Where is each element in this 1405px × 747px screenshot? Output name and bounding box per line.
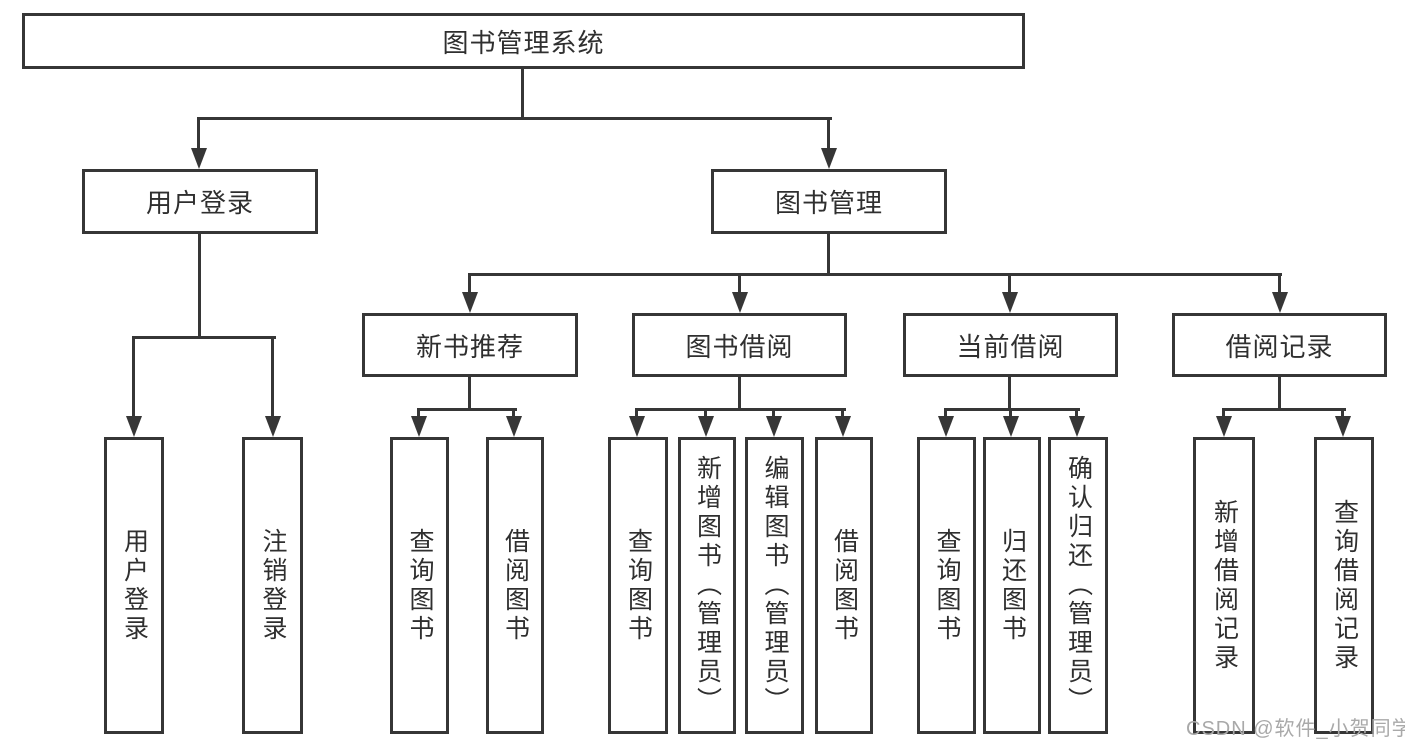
arrowhead-leaf-user-login	[126, 416, 142, 437]
leaf-user-login: 用户登录	[104, 437, 164, 734]
leaf-borrow-books-borrowing: 借阅图书	[815, 437, 873, 734]
arrowhead-borrow-books-1	[506, 416, 522, 437]
arrowhead-add-record	[1216, 416, 1232, 437]
connector-root-stem	[521, 68, 524, 120]
connector-drop-book-management	[827, 117, 830, 149]
node-new-book-recommendation: 新书推荐	[362, 313, 578, 377]
connector-user-login-rail	[132, 336, 276, 339]
leaf-return-books-label: 归还图书	[998, 527, 1027, 644]
connector-drop-add-books	[704, 408, 707, 418]
arrowhead-query-record	[1335, 416, 1351, 437]
node-book-borrowing-label: 图书借阅	[685, 331, 794, 362]
arrowhead-new-book	[462, 292, 478, 313]
leaf-add-borrow-record-label: 新增借阅记录	[1210, 498, 1239, 673]
node-borrowing-records: 借阅记录	[1172, 313, 1387, 377]
connector-drop-new-book	[468, 273, 471, 293]
connector-drop-current-borrowing	[1008, 273, 1011, 293]
arrowhead-borrow-books-2	[835, 416, 851, 437]
leaf-logout-login: 注销登录	[242, 437, 303, 734]
leaf-query-borrow-record: 查询借阅记录	[1314, 437, 1374, 734]
leaf-confirm-return-admin: 确认归还（管理员）	[1048, 437, 1108, 734]
connector-drop-leaf-logout	[271, 336, 274, 416]
arrowhead-confirm-return	[1069, 416, 1085, 437]
connector-drop-query-record	[1341, 408, 1344, 418]
connector-drop-add-record	[1222, 408, 1225, 418]
leaf-add-books-admin: 新增图书（管理员）	[678, 437, 736, 734]
node-library-management-system-label: 图书管理系统	[442, 27, 605, 58]
connector-level3-rail	[468, 273, 1282, 276]
leaf-query-books-recommendation-label: 查询图书	[406, 527, 434, 644]
leaf-return-books: 归还图书	[983, 437, 1041, 734]
node-book-borrowing: 图书借阅	[632, 313, 847, 377]
connector-borrowing-records-stem	[1278, 377, 1281, 411]
leaf-edit-books-admin: 编辑图书（管理员）	[745, 437, 804, 734]
connector-drop-edit-books	[772, 408, 775, 418]
arrowhead-borrowing-records	[1272, 292, 1288, 313]
connector-new-book-stem	[468, 377, 471, 411]
connector-drop-borrowing-records	[1278, 273, 1281, 293]
leaf-add-books-admin-label: 新增图书（管理员）	[693, 455, 722, 716]
connector-drop-book-borrowing	[738, 273, 741, 293]
connector-current-borrowing-rail	[944, 408, 1080, 411]
leaf-query-books-current-label: 查询图书	[933, 527, 961, 644]
node-user-login: 用户登录	[82, 169, 318, 234]
connector-user-login-stem	[198, 233, 201, 339]
leaf-add-borrow-record: 新增借阅记录	[1193, 437, 1255, 734]
arrowhead-query-books-1	[411, 416, 427, 437]
connector-drop-confirm-return	[1075, 408, 1078, 418]
arrowhead-current-borrowing	[1002, 292, 1018, 313]
arrowhead-book-borrowing	[732, 292, 748, 313]
connector-borrowing-records-rail	[1222, 408, 1346, 411]
leaf-user-login-label: 用户登录	[120, 527, 149, 644]
watermark: CSDN @软件_小贺同学	[1186, 718, 1405, 740]
leaf-query-books-borrowing: 查询图书	[608, 437, 668, 734]
arrowhead-user-login	[191, 148, 207, 169]
connector-drop-query-books-2	[635, 408, 638, 418]
leaf-query-borrow-record-label: 查询借阅记录	[1330, 498, 1359, 673]
connector-drop-return-books	[1009, 408, 1012, 418]
arrowhead-add-books	[698, 416, 714, 437]
leaf-edit-books-admin-label: 编辑图书（管理员）	[761, 455, 789, 716]
connector-current-borrowing-stem	[1008, 377, 1011, 411]
leaf-query-books-borrowing-label: 查询图书	[624, 527, 653, 644]
node-library-management-system: 图书管理系统	[22, 13, 1025, 69]
node-current-borrowing-label: 当前借阅	[956, 331, 1065, 362]
arrowhead-return-books	[1003, 416, 1019, 437]
leaf-borrow-books-borrowing-label: 借阅图书	[830, 527, 859, 644]
connector-drop-query-books-3	[944, 408, 947, 418]
arrowhead-leaf-logout	[265, 416, 281, 437]
leaf-borrow-books-recommendation: 借阅图书	[486, 437, 544, 734]
arrowhead-book-management	[821, 148, 837, 169]
connector-book-management-stem	[827, 234, 830, 276]
node-user-login-label: 用户登录	[145, 188, 254, 218]
connector-new-book-rail	[417, 408, 517, 411]
leaf-query-books-recommendation: 查询图书	[390, 437, 449, 734]
connector-book-borrowing-stem	[738, 377, 741, 411]
arrowhead-edit-books	[766, 416, 782, 437]
arrowhead-query-books-2	[629, 416, 645, 437]
leaf-query-books-current: 查询图书	[917, 437, 976, 734]
connector-drop-borrow-books-1	[512, 408, 515, 418]
leaf-borrow-books-recommendation-label: 借阅图书	[501, 527, 530, 644]
node-borrowing-records-label: 借阅记录	[1225, 331, 1334, 362]
leaf-confirm-return-admin-label: 确认归还（管理员）	[1064, 455, 1093, 716]
connector-level2-rail	[197, 117, 832, 120]
connector-drop-user-login	[197, 117, 200, 149]
connector-drop-borrow-books-2	[841, 408, 844, 418]
node-new-book-recommendation-label: 新书推荐	[415, 331, 524, 362]
connector-drop-query-books-1	[417, 408, 420, 418]
node-book-management-label: 图书管理	[774, 188, 883, 218]
node-book-management: 图书管理	[711, 169, 947, 234]
connector-book-borrowing-rail	[635, 408, 846, 411]
leaf-logout-login-label: 注销登录	[259, 527, 287, 644]
node-current-borrowing: 当前借阅	[903, 313, 1118, 377]
connector-drop-leaf-user-login	[132, 336, 135, 416]
arrowhead-query-books-3	[938, 416, 954, 437]
